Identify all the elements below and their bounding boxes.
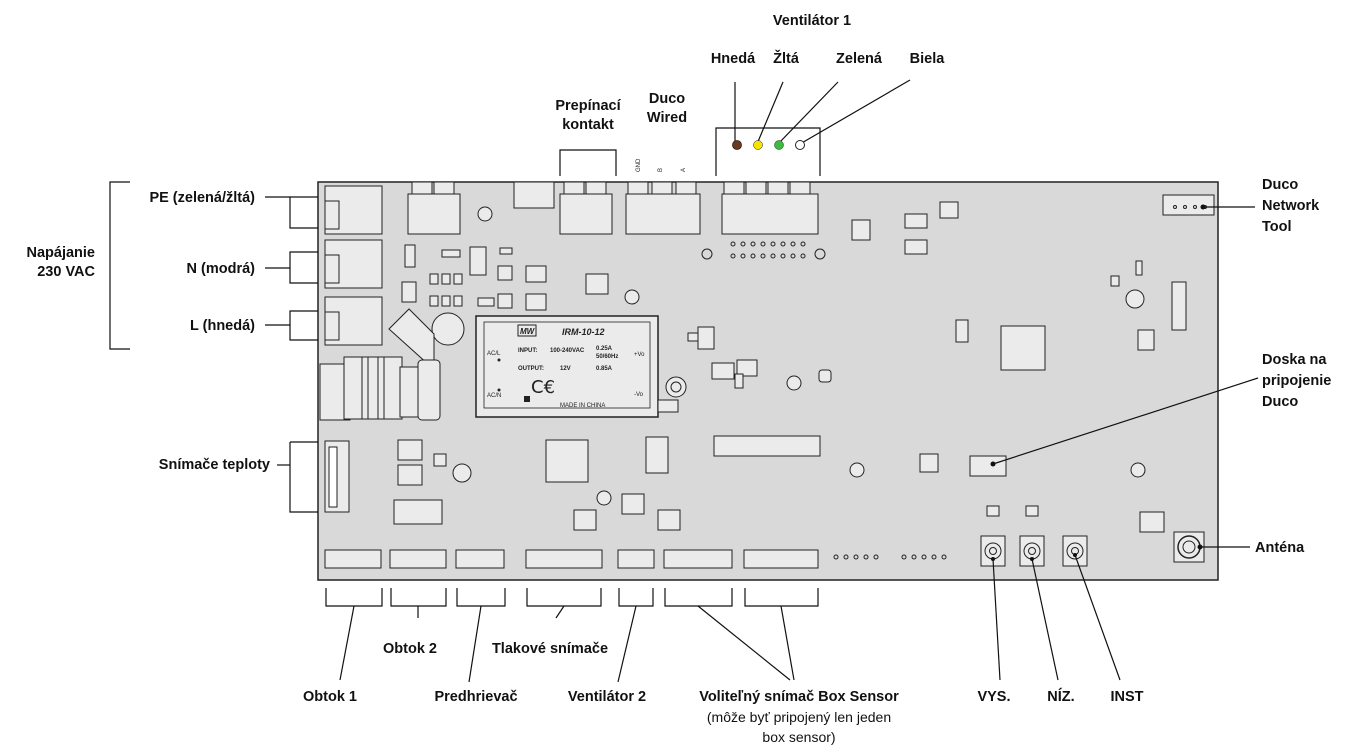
small-components-top	[401, 244, 640, 346]
connector-prepinaci	[559, 181, 613, 235]
bottom-connectors	[324, 549, 819, 569]
antena-label: Anténa	[1255, 540, 1305, 556]
duco-board-connector	[969, 455, 1007, 477]
wire-yellow-dot	[753, 140, 763, 150]
volitelny-note-2: box sensor)	[762, 729, 835, 745]
gnd-pin-label: GND	[636, 158, 642, 172]
biela-label: Biela	[910, 51, 946, 67]
predhrievac-label: Predhrievač	[434, 689, 517, 705]
snimace-teploty-label: Snímače teploty	[159, 457, 270, 473]
plus-vo-label: +Vo	[634, 352, 645, 358]
connector-duco-wired	[625, 181, 701, 235]
ventilator1-label: Ventilátor 1	[773, 13, 851, 29]
volitelny-label: Voliteľný snímač Box Sensor	[699, 689, 899, 705]
module-output-label: OUTPUT:	[518, 366, 544, 372]
napajanie-label-1: Napájanie	[27, 245, 96, 261]
wire-green-dot	[774, 140, 784, 150]
connector-ventilator1	[721, 181, 819, 235]
components-center	[657, 201, 1187, 413]
module-model: IRM-10-12	[562, 327, 605, 337]
module-input-freq: 50/60Hz	[596, 354, 618, 360]
callout-lines-left	[109, 181, 318, 513]
module-input-value: 100-240VAC	[550, 348, 585, 354]
bottom-holes	[833, 554, 947, 560]
inst-label: INST	[1110, 689, 1143, 705]
callout-lines-bottom	[325, 553, 1121, 683]
zlta-label: Žltá	[773, 49, 800, 67]
module-output-voltage: 12V	[560, 366, 571, 372]
mosfet-holes	[701, 241, 826, 260]
made-in-label: MADE IN CHINA	[560, 403, 605, 409]
prepinaci-label-2: kontakt	[562, 117, 614, 133]
power-module: MW IRM-10-12 INPUT: 100-240VAC 0.25A 50/…	[475, 315, 659, 418]
acn-label: AC/N	[487, 393, 501, 399]
temp-sensor-connector	[324, 439, 472, 525]
module-input-label: INPUT:	[518, 348, 537, 354]
hneda-label: Hnedá	[711, 51, 756, 67]
callout-lines-top	[559, 79, 911, 176]
niz-label: NÍZ.	[1047, 688, 1074, 705]
duco-wired-label-1: Duco	[649, 91, 685, 107]
pe-label: PE (zelená/žltá)	[149, 190, 255, 206]
l-label: L (hnedá)	[190, 318, 255, 334]
tlakove-label: Tlakové snímače	[492, 641, 608, 657]
module-output-current: 0.85A	[596, 366, 613, 372]
pcb-board	[317, 181, 1219, 581]
obtok2-label: Obtok 2	[383, 641, 437, 657]
volitelny-note-1: (môže byť pripojený len jeden	[707, 709, 891, 725]
wire-white-dot	[795, 140, 805, 150]
network-tool-label-3: Tool	[1262, 219, 1292, 235]
a-pin-label: A	[681, 168, 687, 172]
large-components-left	[319, 308, 441, 421]
n-label: N (modrá)	[187, 261, 256, 277]
doska-label-1: Doska na	[1262, 352, 1327, 368]
doska-label-2: pripojenie	[1262, 373, 1331, 389]
wire-brown-dot	[732, 140, 742, 150]
doska-label-3: Duco	[1262, 394, 1298, 410]
b-pin-label: B	[658, 168, 664, 172]
zelena-label: Zelená	[836, 51, 883, 67]
antenna-connector	[1139, 511, 1205, 563]
minus-vo-label: -Vo	[634, 392, 644, 398]
prepinaci-label-1: Prepínací	[555, 98, 621, 114]
ventilator2-label: Ventilátor 2	[568, 689, 646, 705]
vys-label: VYS.	[977, 689, 1010, 705]
mcu-center	[545, 435, 1146, 531]
module-input-current: 0.25A	[596, 346, 613, 352]
napajanie-label-2: 230 VAC	[37, 264, 95, 280]
callout-lines-right	[990, 204, 1259, 550]
network-tool-label-2: Network	[1262, 198, 1320, 214]
network-tool-label-1: Duco	[1262, 177, 1298, 193]
mw-logo: MW	[520, 327, 536, 336]
duco-wired-label-2: Wired	[647, 110, 687, 126]
network-connector	[1162, 194, 1215, 216]
relay-terminal	[407, 181, 555, 235]
acl-label: AC/L	[487, 351, 501, 357]
power-terminals	[324, 185, 383, 346]
ce-mark: Ϲ€	[531, 377, 555, 398]
obtok1-label: Obtok 1	[303, 689, 357, 705]
